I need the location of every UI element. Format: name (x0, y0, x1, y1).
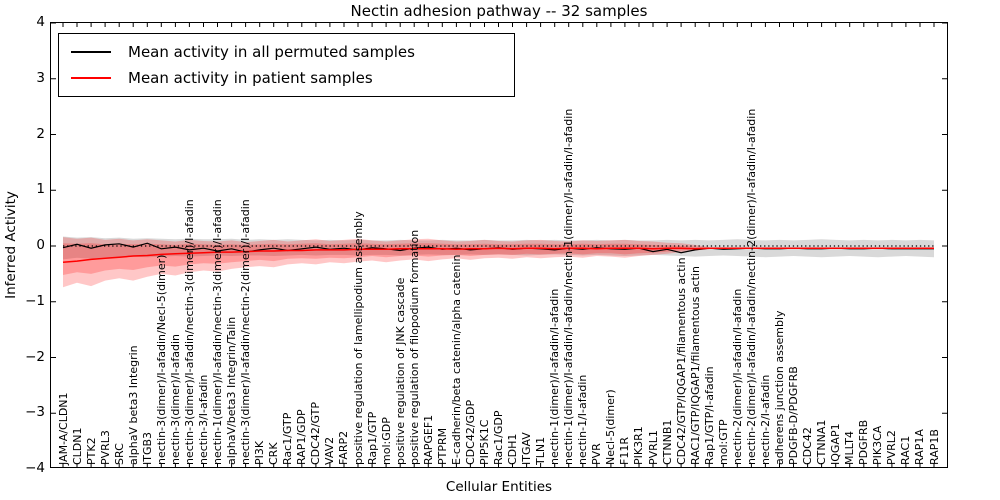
x-tick-label: RAPGEF1 (421, 414, 435, 465)
x-tick-label: CTNNA1 (815, 419, 829, 465)
x-tick-label: MLLT4 (843, 431, 857, 465)
x-tick-label: nectin-3(dimer)/I-afadin/nectin-3(dimer)… (182, 199, 196, 465)
x-tick-label: nectin-3/I-afadin (196, 374, 210, 465)
x-tick-label: CLDN1 (70, 427, 84, 465)
x-tick-label: nectin-2/I-afadin (758, 374, 772, 465)
x-axis-label: Cellular Entities (445, 479, 553, 495)
chart-title: Nectin adhesion pathway -- 32 samples (350, 2, 648, 20)
y-tick-label: −1 (25, 292, 45, 309)
x-tick-label: TLN1 (534, 436, 548, 465)
x-tick-label: CRK (267, 442, 281, 465)
x-tick-label: PDGFRB (857, 419, 871, 465)
x-tick-label: PIK3R1 (632, 426, 646, 465)
x-tick-label: IQGAP1 (829, 423, 843, 465)
x-tick-label: nectin-3(dimer)/I-afadin/nectin-2(dimer)… (239, 199, 253, 465)
x-tick-label: JAM-A/CLDN1 (56, 392, 70, 465)
x-tick-label: RAC1/GTP/IQGAP1/filamentous actin (688, 266, 702, 465)
x-tick-label: nectin-1(dimer)/I-afadin/nectin-3(dimer)… (211, 199, 225, 465)
y-tick-label: 1 (36, 181, 45, 198)
x-tick-label: nectin-1/I-afadin (576, 374, 590, 465)
y-tick-label: 0 (36, 237, 45, 253)
x-tick-label: alphaV beta3 Integrin (126, 345, 140, 465)
x-tick-label: PVR (590, 443, 604, 465)
x-tick-label: CDC42/GTP (309, 401, 323, 465)
y-tick-label: 3 (36, 69, 45, 86)
y-tick-label: −4 (25, 460, 45, 476)
x-tick-label: PVRL3 (98, 430, 112, 465)
legend-line-black-icon (71, 50, 111, 53)
x-tick-label: nectin-3(dimer)/I-afadin (168, 333, 182, 465)
patient-mean-line (62, 247, 934, 263)
x-tick-label: mol:GDP (379, 417, 393, 465)
plot-area (50, 22, 948, 468)
legend-line-red-icon (71, 77, 111, 80)
chart-canvas (51, 23, 947, 467)
x-tick-label: CTNNB1 (660, 419, 674, 465)
x-tick-label: Necl-5(dimer) (604, 389, 618, 465)
x-tick-label: CDC42/GDP (463, 399, 477, 465)
x-tick-label: Rac1/GDP (492, 410, 505, 465)
x-tick-label: ITGAV (520, 432, 534, 465)
x-tick-label: CDC42/GTP/IQGAP1/filamentous actin (674, 257, 688, 465)
x-tick-label: adherens junction assembly (772, 310, 786, 465)
x-tick-label: E-cadherin/beta catenin/alpha catenin (449, 254, 463, 465)
y-tick-label: −3 (25, 404, 45, 421)
x-tick-label: PI3K (253, 440, 267, 465)
x-tick-label: Rap1/GTP (365, 411, 379, 465)
x-tick-label: PVRL2 (885, 430, 899, 465)
x-tick-label: VAV2 (323, 436, 337, 465)
x-tick-label: PIP5K1C (477, 419, 491, 465)
x-tick-label: positive regulation of lamellipodium ass… (351, 211, 365, 465)
x-tick-label: nectin-3(dimer)/I-afadin/Necl-5(dimer) (154, 254, 168, 465)
x-tick-label: positive regulation of filopodium format… (407, 229, 421, 465)
y-tick-label: 2 (36, 125, 45, 142)
x-tick-label: nectin-2(dimer)/I-afadin/I-afadin (730, 288, 744, 465)
x-tick-label: positive regulation of JNK cascade (393, 277, 407, 465)
x-tick-label: Rac1/GTP (281, 412, 295, 465)
x-tick-label: PIK3CA (871, 425, 885, 465)
x-tick-label: PTK2 (84, 437, 98, 465)
x-tick-label: SRC (112, 443, 126, 465)
legend-item-patient: Mean activity in patient samples (59, 69, 514, 87)
x-tick-label: CDH1 (506, 433, 520, 465)
legend-label-permuted: Mean activity in all permuted samples (128, 42, 415, 61)
x-tick-label: nectin-1(dimer)/I-afadin/I-afadin (548, 288, 562, 465)
y-tick-label: 4 (36, 14, 45, 30)
x-tick-label: PTPRM (435, 427, 449, 465)
x-tick-label: alphaV/beta3 Integrin/Talin (225, 316, 239, 465)
x-tick-label: CDC42 (801, 427, 815, 465)
legend: Mean activity in all permuted samples Me… (58, 33, 515, 97)
x-tick-label: RAP1/GDP (295, 409, 309, 465)
y-tick-label: −2 (25, 348, 45, 365)
x-tick-label: nectin-1(dimer)/I-afadin/I-afadin/nectin… (562, 108, 576, 465)
x-tick-label: mol:GTP (716, 419, 730, 465)
x-tick-label: F11R (618, 437, 632, 465)
x-tick-label: Rap1/GTP/I-afadin (702, 366, 716, 465)
x-tick-label: ITGB3 (140, 431, 154, 465)
x-tick-label: RAP1B (927, 429, 941, 465)
x-tick-label: PDGFB-D/PDGFRB (787, 366, 801, 465)
legend-item-permuted: Mean activity in all permuted samples (59, 43, 514, 61)
axis-ticks (51, 23, 947, 467)
x-tick-label: RAP1A (913, 429, 927, 465)
x-tick-label: PVRL1 (646, 430, 660, 465)
x-tick-label: nectin-2(dimer)/I-afadin/I-afadin/nectin… (744, 108, 758, 465)
x-tick-label: FARP2 (337, 430, 351, 465)
x-tick-label: RAC1 (899, 435, 913, 465)
legend-label-patient: Mean activity in patient samples (128, 69, 373, 88)
patient-std-band-inner (63, 243, 710, 275)
